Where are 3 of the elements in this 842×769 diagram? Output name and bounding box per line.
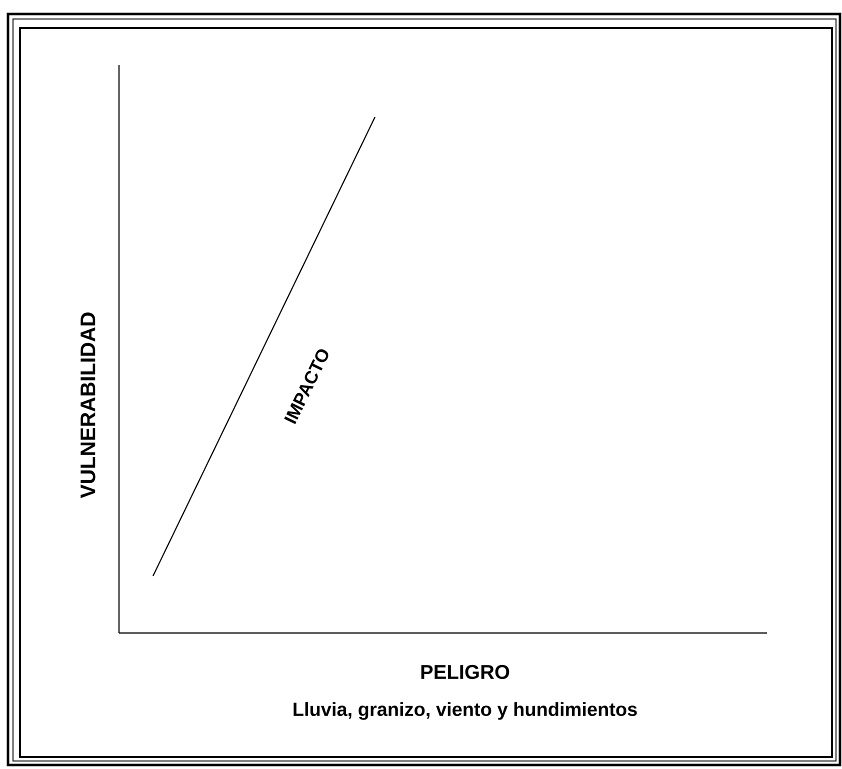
axis-caption: Lluvia, granizo, viento y hundimientos (294, 702, 637, 720)
axis-label: VULNERABILIDAD (80, 312, 96, 498)
axis-label: PELIGRO (421, 664, 510, 680)
